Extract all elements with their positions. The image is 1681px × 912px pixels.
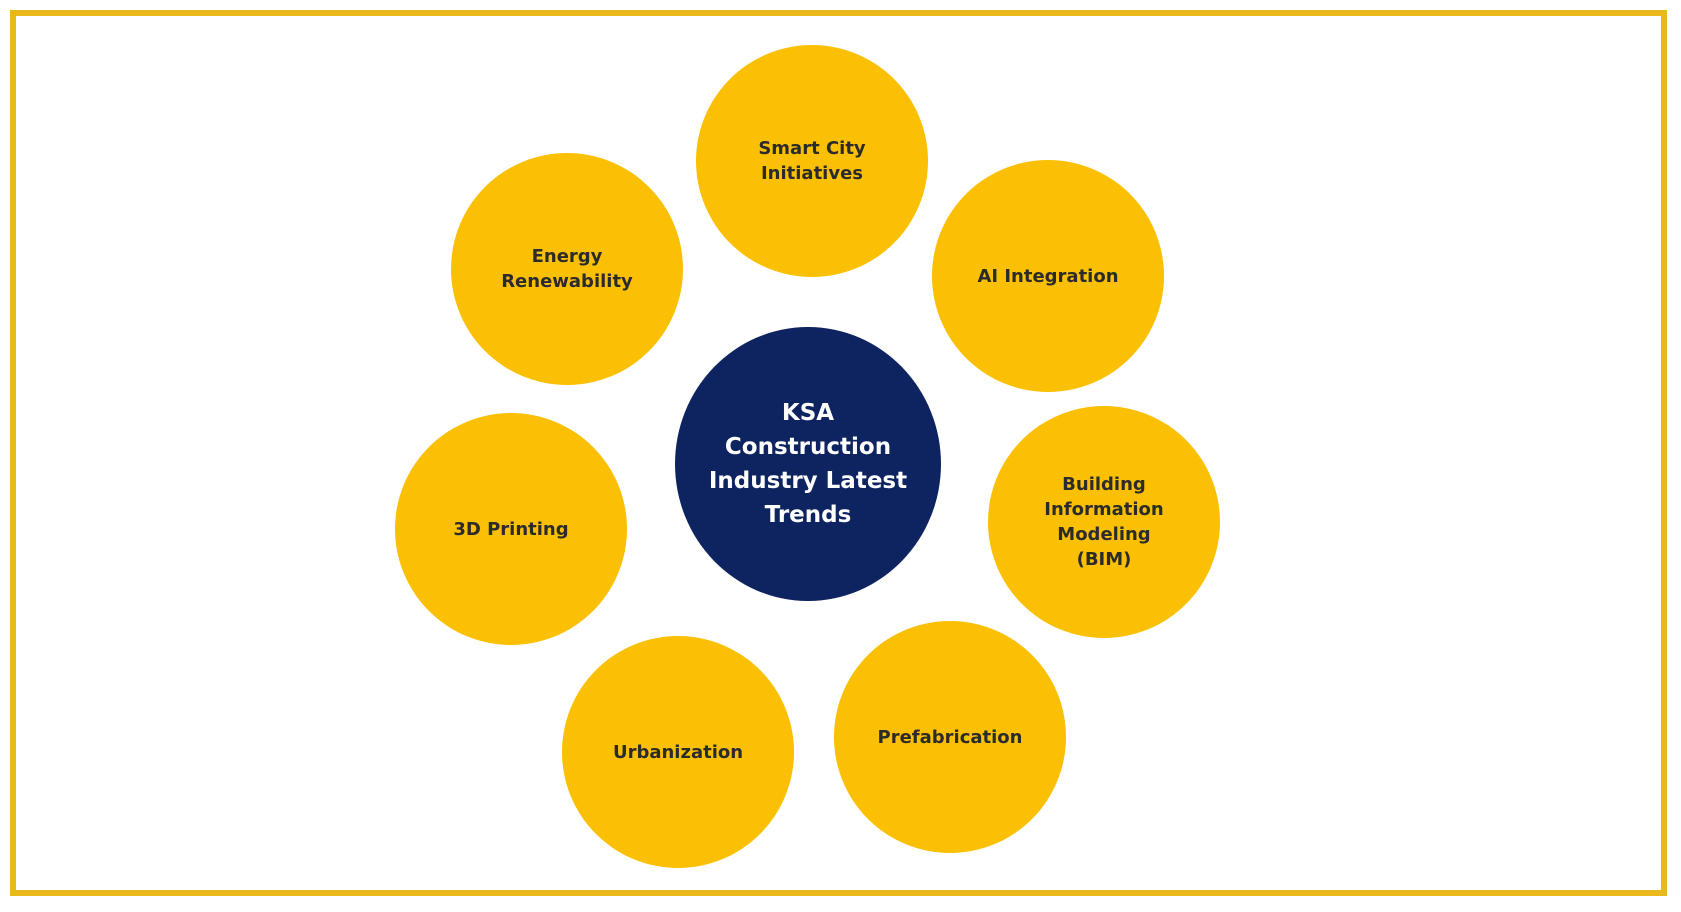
trend-3d-printing: 3D Printing	[395, 413, 627, 645]
trend-ai-integration: AI Integration	[932, 160, 1164, 392]
trend-label: Smart City Initiatives	[758, 138, 866, 184]
center-topic: KSA Construction Industry Latest Trends	[675, 327, 941, 601]
trend-energy-renewability: Energy Renewability	[451, 153, 683, 385]
trend-label: Prefabrication	[877, 726, 1023, 748]
trend-label: 3D Printing	[453, 518, 569, 540]
trend-label: Energy Renewability	[501, 246, 633, 292]
trend-urbanization: Urbanization	[562, 636, 794, 868]
trend-label: Urbanization	[612, 741, 744, 763]
trend-prefabrication: Prefabrication	[834, 621, 1066, 853]
trend-smart-city: Smart City Initiatives	[696, 45, 928, 277]
trend-label: AI Integration	[977, 265, 1119, 287]
trend-label: Building Information Modeling (BIM)	[1044, 474, 1164, 570]
trend-bim: Building Information Modeling (BIM)	[988, 406, 1220, 638]
center-label: KSA Construction Industry Latest Trends	[708, 400, 908, 528]
